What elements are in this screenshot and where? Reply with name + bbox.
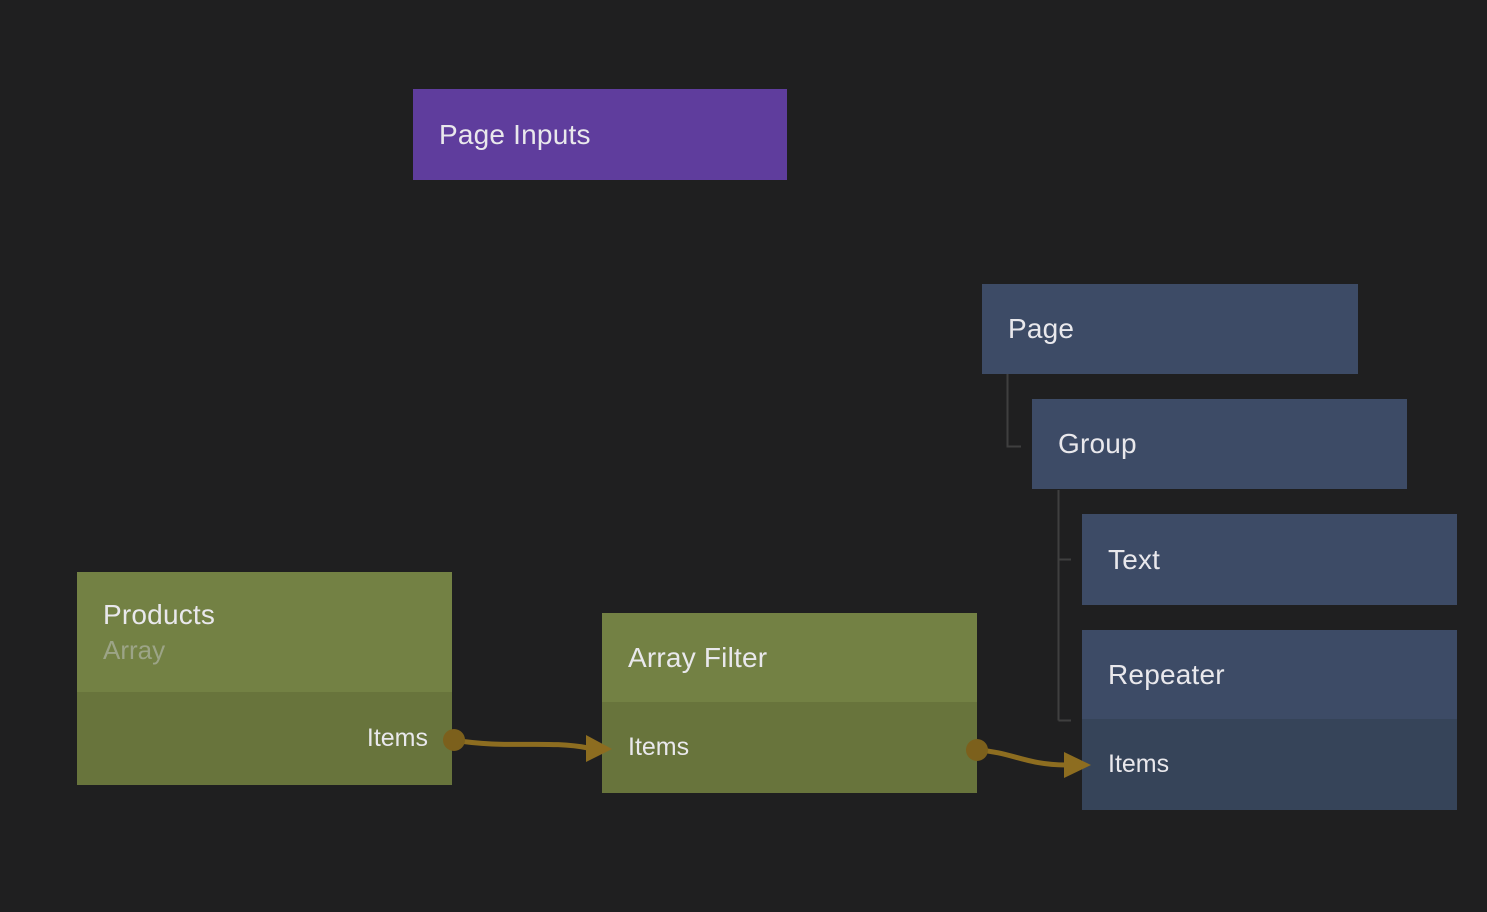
node-products-subtitle: Array [103, 634, 166, 665]
tree-connector-page-to-group [1006, 374, 1021, 448]
products-items-output-port[interactable]: Items [366, 724, 428, 752]
node-text-title: Text [1108, 543, 1161, 575]
tree-connector-group-to-children [1057, 490, 1071, 722]
wire-path[interactable] [453, 737, 589, 751]
node-products[interactable]: Products Array Items [77, 572, 452, 785]
array-filter-items-input-port[interactable]: Items [628, 733, 690, 761]
node-text[interactable]: Text [1082, 514, 1457, 605]
wire-path[interactable] [976, 747, 1067, 768]
node-products-ports-row: Items [77, 692, 452, 785]
node-products-header: Products Array [77, 572, 452, 692]
node-array-filter[interactable]: Array Filter Items [602, 613, 977, 793]
node-page-inputs[interactable]: Page Inputs [413, 89, 787, 180]
node-repeater-header: Repeater [1082, 630, 1457, 719]
node-array-filter-title: Array Filter [628, 641, 768, 673]
node-array-filter-header: Array Filter [602, 613, 977, 702]
node-page[interactable]: Page [982, 284, 1358, 374]
node-repeater[interactable]: Repeater Items [1082, 630, 1457, 810]
node-group[interactable]: Group [1032, 399, 1407, 489]
connection-arrayfilter-items-to-repeater-items[interactable] [966, 739, 1091, 778]
node-page-inputs-title: Page Inputs [439, 118, 591, 150]
node-repeater-ports-row: Items [1082, 719, 1457, 810]
connection-products-items-to-arrayfilter-items[interactable] [443, 729, 612, 762]
node-page-title: Page [1008, 313, 1075, 344]
repeater-items-input-port[interactable]: Items [1108, 750, 1170, 778]
node-group-title: Group [1058, 428, 1137, 459]
node-array-filter-ports-row: Items [602, 702, 977, 793]
node-repeater-title: Repeater [1108, 658, 1225, 690]
node-products-title: Products [103, 598, 216, 630]
